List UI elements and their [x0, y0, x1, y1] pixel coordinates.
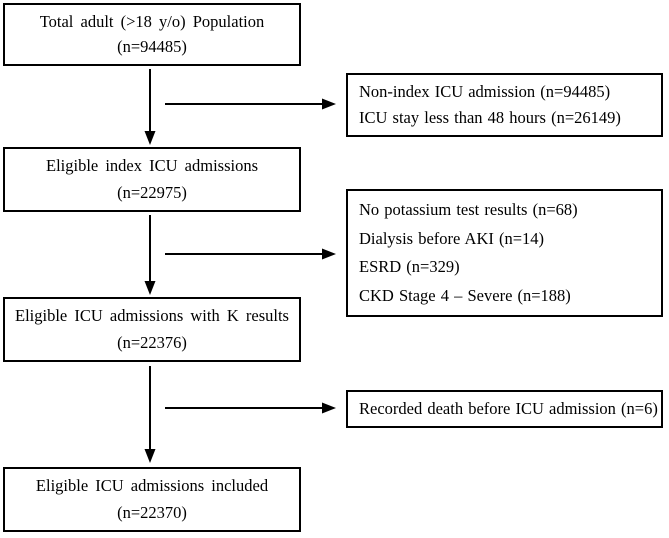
arrow-down-total-to-index	[144, 69, 156, 145]
box-exclusion-criteria: No potassium test results (n=68) Dialysi…	[346, 189, 663, 317]
exclusion-line: CKD Stage 4 – Severe (n=188)	[359, 285, 571, 305]
box-total-population-label: Total adult (>18 y/o) Population	[39, 11, 265, 31]
arrow-down-index-to-k-results	[144, 215, 156, 295]
box-eligible-index-admissions-label: Eligible index ICU admissions	[45, 156, 259, 176]
box-exclusion-non-index: Non-index ICU admission (n=94485) ICU st…	[346, 73, 663, 137]
arrow-right-to-non-index-exclusion	[165, 98, 336, 110]
exclusion-line: Dialysis before AKI (n=14)	[359, 228, 545, 248]
box-exclusion-death: Recorded death before ICU admission (n=6…	[346, 390, 663, 428]
exclusion-line: ICU stay less than 48 hours (n=26149)	[359, 107, 621, 127]
box-eligible-index-admissions-count: (n=22975)	[117, 182, 187, 202]
box-eligible-included-count: (n=22370)	[117, 502, 187, 522]
exclusion-line: Recorded death before ICU admission (n=6…	[359, 398, 658, 418]
box-total-population: Total adult (>18 y/o) Population (n=9448…	[3, 3, 301, 66]
arrow-right-to-criteria-exclusion	[165, 248, 336, 260]
box-eligible-k-results-count: (n=22376)	[117, 332, 187, 352]
exclusion-line: ESRD (n=329)	[359, 257, 460, 277]
arrow-right-to-death-exclusion	[165, 402, 336, 414]
box-eligible-included: Eligible ICU admissions included (n=2237…	[3, 467, 301, 532]
box-eligible-included-label: Eligible ICU admissions included	[35, 476, 269, 496]
box-total-population-count: (n=94485)	[117, 37, 187, 57]
arrow-down-k-results-to-included	[144, 366, 156, 463]
exclusion-line: Non-index ICU admission (n=94485)	[359, 81, 611, 101]
exclusion-line: No potassium test results (n=68)	[359, 200, 578, 220]
box-eligible-k-results: Eligible ICU admissions with K results (…	[3, 297, 301, 362]
box-eligible-k-results-label: Eligible ICU admissions with K results	[15, 306, 289, 326]
box-eligible-index-admissions: Eligible index ICU admissions (n=22975)	[3, 147, 301, 212]
